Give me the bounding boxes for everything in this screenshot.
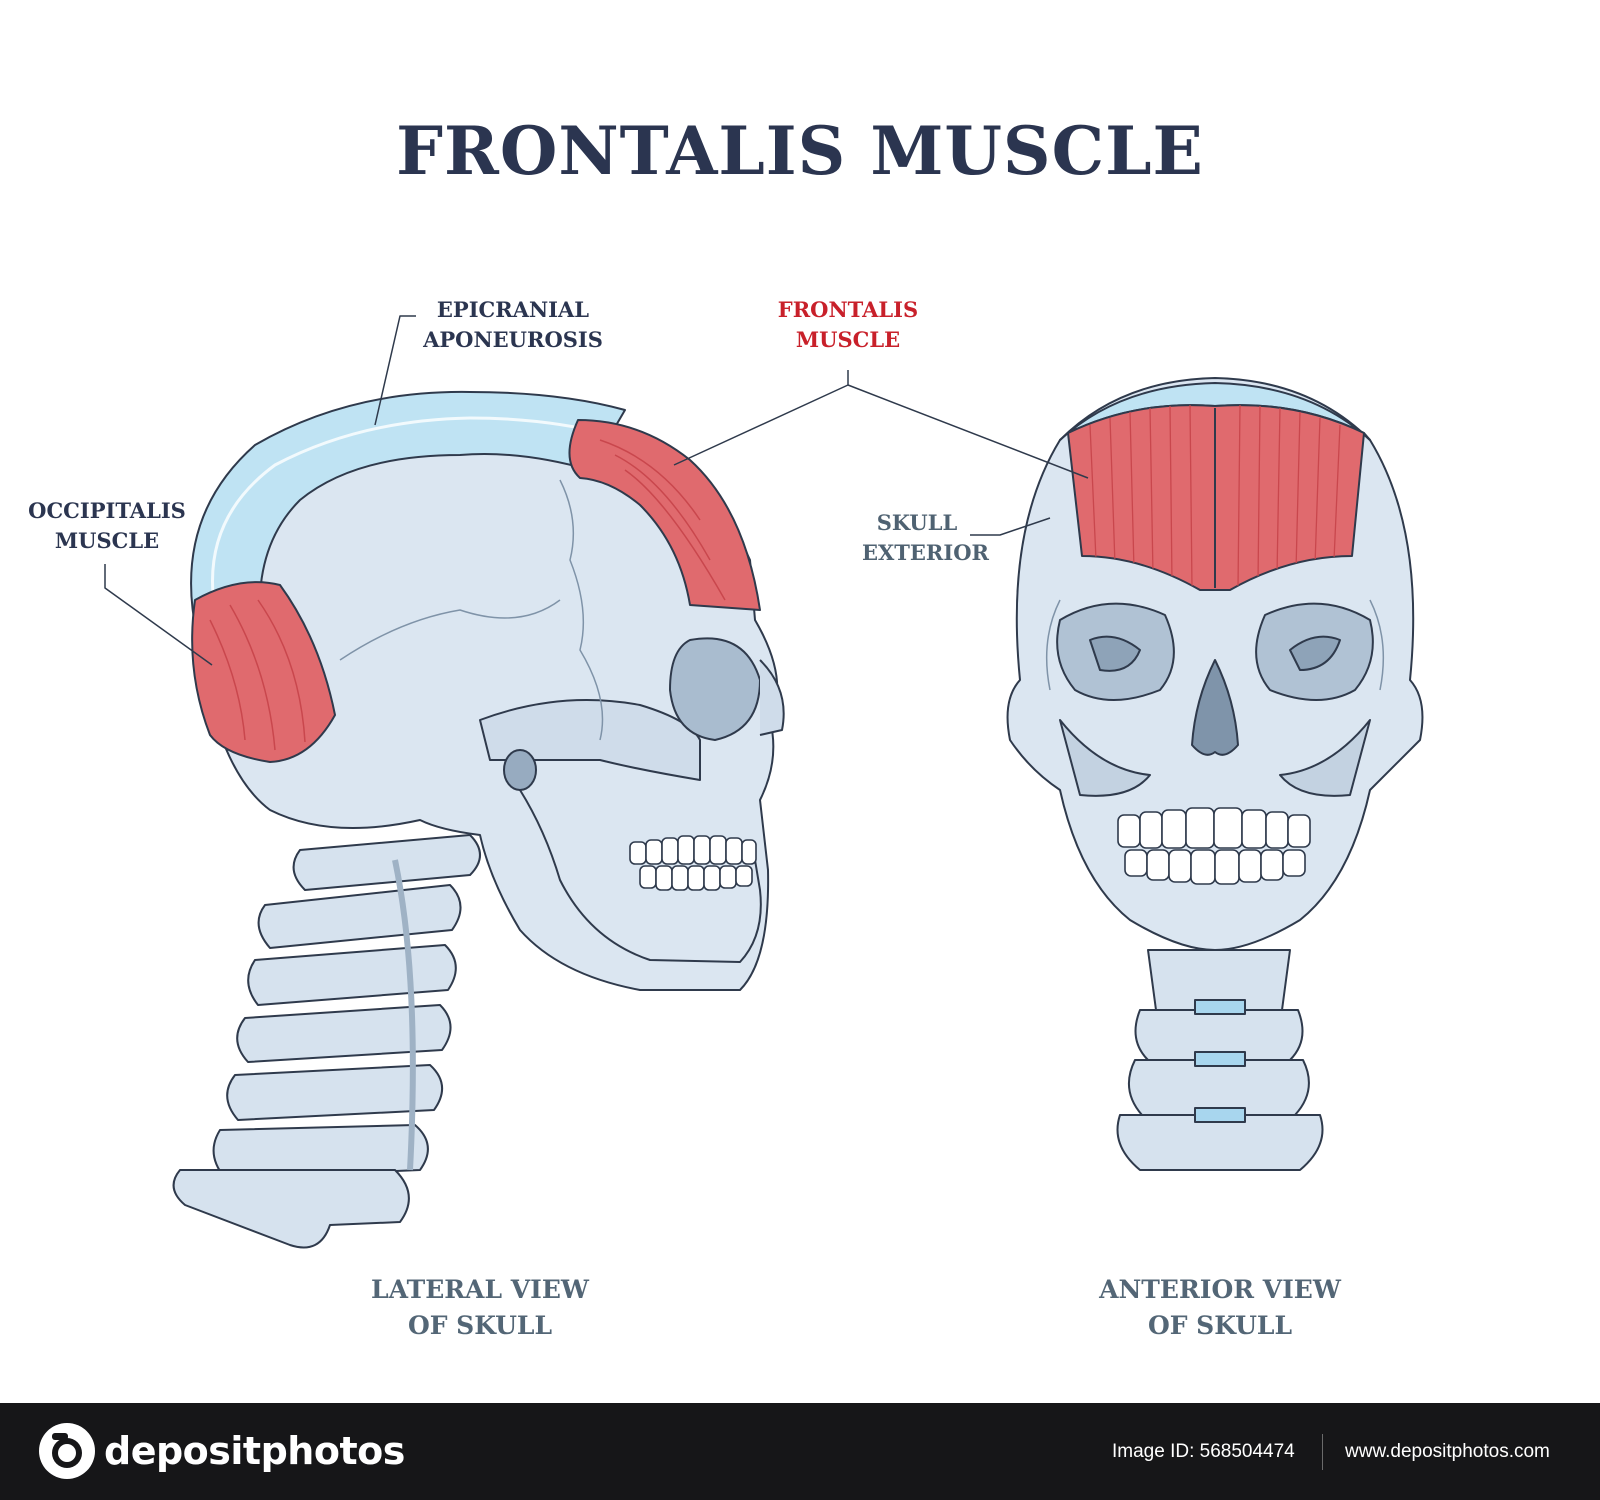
label-skull-exterior: SKULL EXTERIOR xyxy=(862,510,989,565)
leader-skull-exterior xyxy=(970,517,1051,536)
depositphotos-logo-icon xyxy=(39,1423,95,1479)
label-occipitalis-muscle: OCCIPITALIS MUSCLE xyxy=(28,498,186,553)
diagram-title: FRONTALIS MUSCLE xyxy=(396,112,1204,190)
frontalis-muscle-anterior xyxy=(1067,404,1365,591)
brand-name: depositphotos xyxy=(104,1429,405,1473)
label-epicranial-aponeurosis: EPICRANIAL APONEUROSIS xyxy=(423,297,603,352)
cervical-spine-anterior xyxy=(1116,949,1324,1171)
caption-lateral-view: LATERAL VIEW OF SKULL xyxy=(371,1275,589,1340)
image-id: Image ID: 568504474 xyxy=(1112,1440,1295,1462)
teeth-anterior xyxy=(1117,807,1311,885)
brand[interactable]: depositphotos xyxy=(38,1421,405,1481)
label-frontalis-muscle: FRONTALIS MUSCLE xyxy=(777,297,919,352)
footer-divider xyxy=(1322,1434,1323,1470)
frontalis-muscle-lateral xyxy=(568,419,761,611)
leader-epicranial xyxy=(374,315,416,426)
caption-anterior-view: ANTERIOR VIEW OF SKULL xyxy=(1099,1275,1341,1340)
leader-frontalis xyxy=(673,384,1089,479)
illustration xyxy=(104,315,1424,1249)
lateral-skull xyxy=(104,315,785,1249)
footer-bar: depositphotos Image ID: 568504474 www.de… xyxy=(0,1403,1600,1500)
site-url[interactable]: www.depositphotos.com xyxy=(1345,1440,1550,1462)
leader-occipitalis xyxy=(104,564,213,666)
anterior-skull xyxy=(673,370,1424,1171)
teeth-lateral xyxy=(629,835,757,891)
occipitalis-muscle-lateral xyxy=(191,581,336,763)
nasal-cavity xyxy=(1191,659,1239,756)
cervical-spine-lateral xyxy=(172,834,481,1249)
